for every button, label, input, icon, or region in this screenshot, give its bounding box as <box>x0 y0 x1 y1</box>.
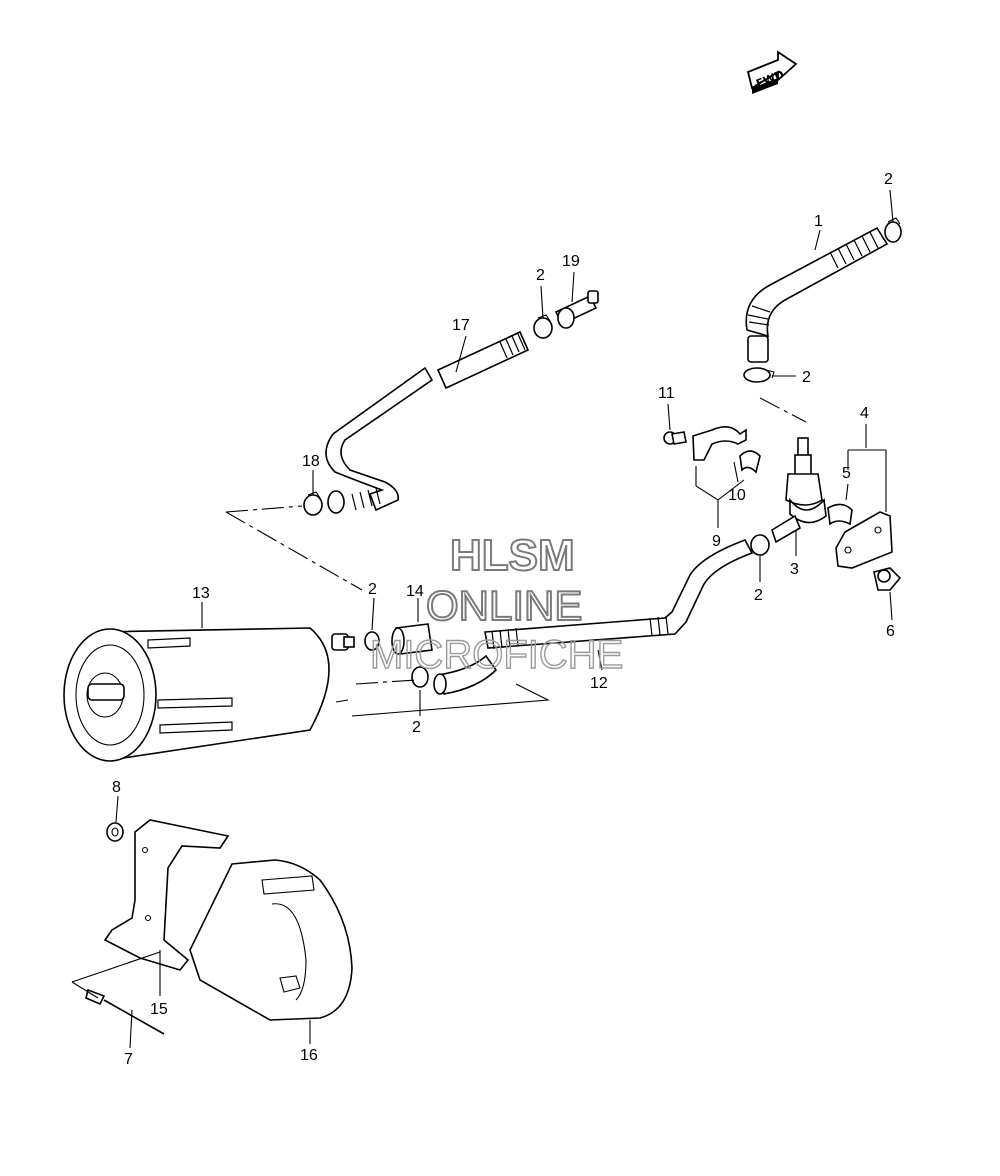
part-16-cover <box>189 859 353 1021</box>
clamp-part-2-filter <box>750 534 770 556</box>
callout-14: 14 <box>406 583 424 600</box>
callout-16: 16 <box>300 1047 318 1064</box>
part-12-fuel-hose <box>484 539 754 650</box>
part-14-short-hose <box>391 623 498 695</box>
part-17-fuel-hose <box>325 330 530 514</box>
callout-2-near-19: 2 <box>536 267 545 284</box>
part-15-bracket <box>103 819 230 971</box>
part-4-bracket <box>835 511 893 569</box>
callout-8: 8 <box>112 779 121 796</box>
part-5-band <box>827 503 853 526</box>
clamp-part-2-lower <box>411 666 429 688</box>
clamp-part-18 <box>303 491 323 516</box>
part-10-cushion <box>739 450 761 474</box>
callout-11: 11 <box>658 385 675 402</box>
clamp-part-2-upper-hose-bottom <box>743 367 775 383</box>
watermark: HLSM ONLINE MICROFICHE <box>369 530 624 678</box>
callout-13: 13 <box>192 585 210 602</box>
callout-2-lower: 2 <box>412 719 421 736</box>
callout-12: 12 <box>590 675 608 692</box>
watermark-line2: ONLINE <box>426 582 582 629</box>
watermark-line1: HLSM <box>450 531 575 580</box>
leader-lines <box>71 189 894 1049</box>
callout-2-filter: 2 <box>754 587 763 604</box>
part-13-fuel-pump <box>63 627 355 762</box>
callout-19: 19 <box>562 253 580 270</box>
callout-labels: 1 2 2 2 19 17 18 11 4 5 10 9 3 2 6 13 2 … <box>112 171 895 1068</box>
callout-2-pump: 2 <box>368 581 377 598</box>
clamp-part-2-pump-outlet <box>364 631 380 651</box>
callout-2-upper-hose: 2 <box>802 369 811 386</box>
callout-4: 4 <box>860 405 869 422</box>
callout-9: 9 <box>712 533 721 550</box>
part-11-screw <box>663 431 687 445</box>
part-9-clamp-bracket <box>692 426 747 461</box>
callout-15: 15 <box>150 1001 168 1018</box>
callout-18: 18 <box>302 453 320 470</box>
callout-5: 5 <box>842 465 851 482</box>
callout-7: 7 <box>124 1051 133 1068</box>
watermark-line3: MICROFICHE <box>370 633 623 677</box>
part-6-bolt <box>873 567 902 591</box>
clamp-part-2-near-19 <box>533 314 553 339</box>
callout-10: 10 <box>728 487 746 504</box>
callout-6: 6 <box>886 623 895 640</box>
callout-1: 1 <box>814 213 823 230</box>
part-1-bent-hose <box>745 226 889 363</box>
part-3-fuel-filter <box>771 437 827 544</box>
fwd-direction-badge: FWD <box>746 50 798 94</box>
callout-3: 3 <box>790 561 799 578</box>
callout-2-top-right: 2 <box>884 171 893 188</box>
part-8-washer <box>106 822 124 842</box>
part-19-fitting <box>554 290 599 329</box>
callout-17: 17 <box>452 317 470 334</box>
